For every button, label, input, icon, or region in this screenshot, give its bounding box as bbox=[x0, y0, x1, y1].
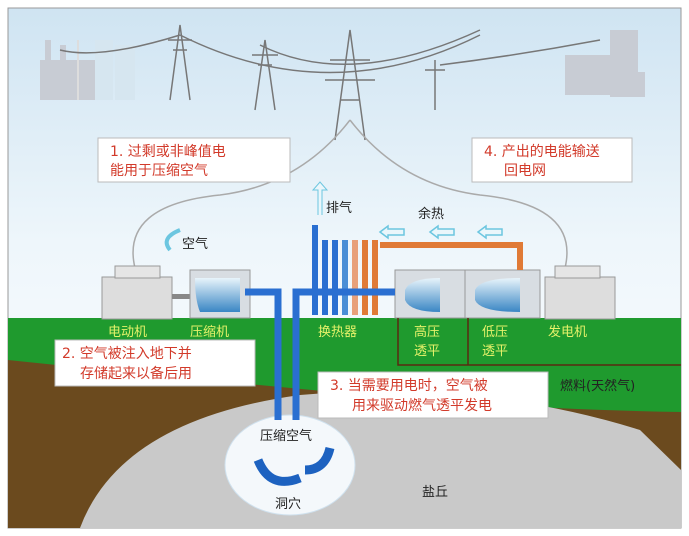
heat-exchanger-label: 换热器 bbox=[318, 325, 357, 340]
motor bbox=[101, 265, 173, 320]
motor-label: 电动机 bbox=[108, 325, 147, 340]
compressor-label: 压缩机 bbox=[190, 324, 229, 340]
lp-turbine-label-line2: 透平 bbox=[482, 344, 508, 359]
callout-step2-line2: 存储起来以备后用 bbox=[80, 365, 192, 382]
air-label: 空气 bbox=[182, 236, 208, 252]
callout-step3-line2: 用来驱动燃气透平发电 bbox=[352, 397, 492, 414]
callout-step3-line1: 3. 当需要用电时，空气被 bbox=[330, 378, 488, 394]
power-wire-in bbox=[132, 119, 351, 269]
callout-step2: 2. 空气被注入地下并 存储起来以备后用 bbox=[54, 339, 256, 387]
hp-turbine-label-line1: 高压 bbox=[414, 324, 440, 340]
salt-dome-label: 盐丘 bbox=[422, 485, 448, 500]
callout-step4-line1: 4. 产出的电能输送 bbox=[484, 144, 600, 160]
callout-step1-line1: 1. 过剩或非峰值电 bbox=[110, 144, 226, 160]
fuel-line bbox=[397, 318, 681, 366]
exhaust-label: 排气 bbox=[326, 200, 352, 216]
lp-turbine bbox=[464, 269, 541, 319]
air-pipes bbox=[245, 288, 395, 420]
fuel-label: 燃料(天然气) bbox=[560, 378, 635, 394]
generator bbox=[544, 265, 616, 320]
air-intake-arrow bbox=[164, 228, 181, 252]
heat-exchanger bbox=[312, 225, 378, 315]
callout-step4: 4. 产出的电能输送 回电网 bbox=[471, 137, 633, 183]
exhaust-arrow bbox=[311, 181, 329, 215]
power-wire-out bbox=[349, 119, 568, 269]
compressor bbox=[189, 269, 251, 319]
callout-step4-line2: 回电网 bbox=[504, 163, 546, 179]
lp-turbine-label-line1: 低压 bbox=[482, 325, 508, 340]
waste-heat-label: 余热 bbox=[418, 206, 444, 222]
compressed-air-label: 压缩空气 bbox=[260, 428, 312, 444]
callout-step3: 3. 当需要用电时，空气被 用来驱动燃气透平发电 bbox=[317, 371, 549, 419]
callout-step1-line2: 能用于压缩空气 bbox=[110, 163, 208, 179]
waste-heat-arrows bbox=[378, 224, 503, 240]
power-plant-icon bbox=[40, 40, 135, 100]
callout-step2-line1: 2. 空气被注入地下并 bbox=[62, 346, 192, 362]
hp-turbine-label-line2: 透平 bbox=[414, 344, 440, 359]
salt-dome bbox=[80, 391, 681, 528]
transmission-towers bbox=[59, 24, 601, 141]
cavern bbox=[224, 414, 356, 516]
callout-step1: 1. 过剩或非峰值电 能用于压缩空气 bbox=[97, 137, 291, 183]
hp-turbine bbox=[394, 269, 471, 319]
cavern-flow-arrow bbox=[253, 458, 302, 486]
waste-heat-pipe bbox=[380, 242, 523, 270]
city-buildings-icon bbox=[565, 30, 645, 97]
cavern-label: 洞穴 bbox=[275, 497, 301, 512]
generator-label: 发电机 bbox=[548, 324, 587, 340]
